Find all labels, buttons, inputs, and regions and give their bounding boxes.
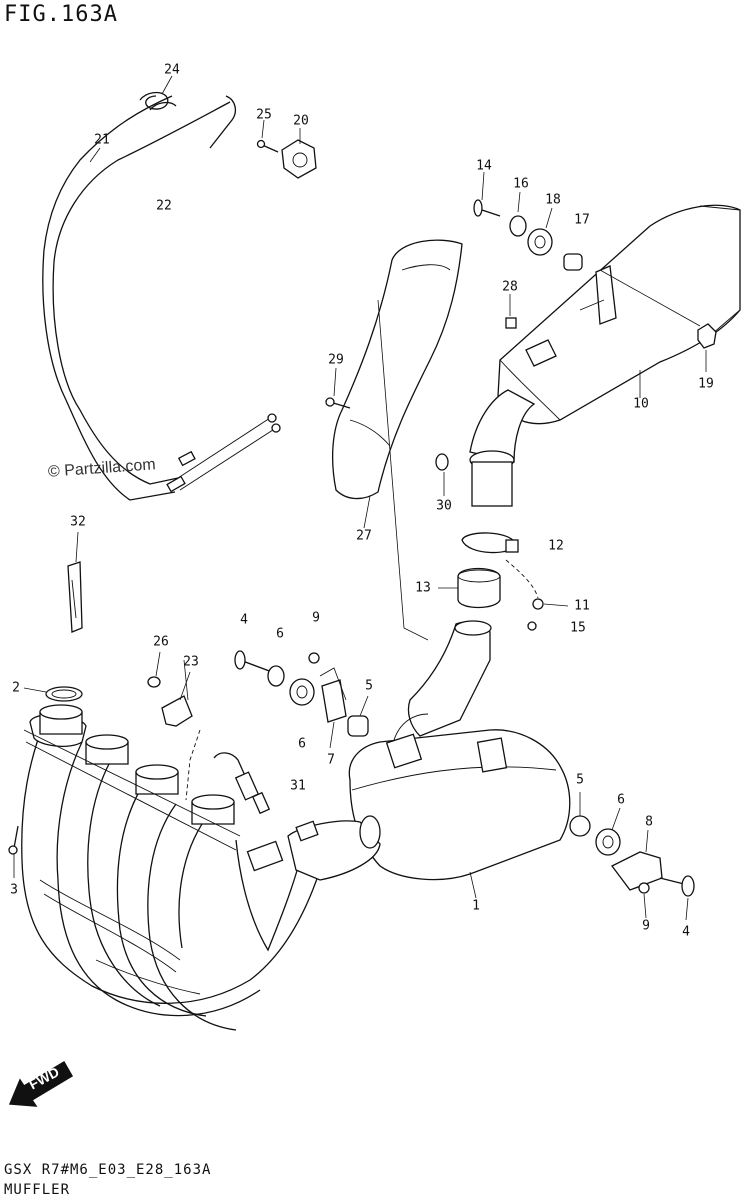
throttle-cable-assembly: [42, 91, 281, 501]
collar-5-left: [347, 715, 369, 737]
callout-9-left: 9: [312, 610, 320, 626]
bolt-4-right: [659, 875, 695, 897]
callout-6-left-top: 6: [276, 626, 284, 642]
forward-arrow-icon: [8, 1060, 74, 1107]
grommet-6-right: [595, 828, 621, 856]
diagram-code: GSX R7#M6_E03_E28_163A: [4, 1162, 212, 1178]
callout-12: 12: [548, 538, 564, 554]
callout-23: 23: [183, 654, 199, 670]
clamp-12: [461, 532, 519, 554]
bolt-28: [505, 317, 517, 329]
nut-26: [147, 676, 161, 688]
collar-5-right: [569, 815, 591, 837]
callout-9-right: 9: [642, 918, 650, 934]
grommet-18: [527, 228, 553, 256]
callout-25: 25: [256, 107, 272, 123]
diagram-name: MUFFLER: [4, 1182, 71, 1198]
nut-19: [697, 323, 717, 349]
bolt-3: [8, 825, 19, 855]
callout-27: 27: [356, 528, 372, 544]
callout-28: 28: [502, 279, 518, 295]
washer-6-left: [267, 665, 285, 687]
bracket-23: [161, 695, 193, 727]
callout-4-left: 4: [240, 612, 248, 628]
cable-cover-20: [281, 139, 317, 179]
heat-shield-27: [331, 239, 463, 500]
callout-5-left: 5: [365, 678, 373, 694]
bolt-15: [527, 621, 537, 631]
leader-lines: [13, 75, 707, 921]
callout-10: 10: [633, 396, 649, 412]
washer-16: [509, 215, 527, 237]
bolt-9-right: [638, 882, 650, 894]
callout-14: 14: [476, 158, 492, 174]
silencer-10: [469, 204, 741, 507]
callout-6-right: 6: [617, 792, 625, 808]
callout-3: 3: [10, 882, 18, 898]
bolt-14: [473, 199, 501, 217]
callout-19: 19: [698, 376, 714, 392]
callout-24: 24: [164, 62, 180, 78]
oxygen-sensor-31: [213, 752, 271, 815]
callout-31: 31: [290, 778, 306, 794]
callout-20: 20: [293, 113, 309, 129]
bracket-7: [321, 679, 347, 723]
callout-30: 30: [436, 498, 452, 514]
callout-5-right: 5: [576, 772, 584, 788]
bracket-8: [611, 851, 663, 891]
callout-6-left-bottom: 6: [298, 736, 306, 752]
callout-11: 11: [574, 598, 590, 614]
bolt-4-left: [234, 650, 273, 673]
callout-7: 7: [327, 752, 335, 768]
callout-22: 22: [156, 198, 172, 214]
exhaust-chamber-1: [348, 620, 571, 881]
bolt-9-left: [308, 652, 320, 664]
gasket-13: [457, 567, 501, 609]
callout-1: 1: [472, 898, 480, 914]
bolt-11: [532, 598, 544, 610]
callout-18: 18: [545, 192, 561, 208]
callout-26: 26: [153, 634, 169, 650]
callout-21: 21: [94, 132, 110, 148]
callout-8: 8: [645, 814, 653, 830]
callout-2: 2: [12, 680, 20, 696]
callout-4-right: 4: [682, 924, 690, 940]
callout-13: 13: [415, 580, 431, 596]
callout-15: 15: [570, 620, 586, 636]
figure-title: FIG.163A: [4, 2, 118, 27]
exhaust-header-pipes: [21, 704, 381, 1031]
callout-16: 16: [513, 176, 529, 192]
grommet-6-left: [289, 678, 315, 706]
callout-29: 29: [328, 352, 344, 368]
bolt-29: [325, 397, 351, 409]
gasket-2: [45, 686, 83, 702]
callout-17: 17: [574, 212, 590, 228]
callout-32: 32: [70, 514, 86, 530]
gasket-30: [435, 453, 449, 471]
bracket-32: [67, 561, 83, 633]
screw-25: [256, 139, 279, 153]
collar-17: [563, 253, 583, 271]
